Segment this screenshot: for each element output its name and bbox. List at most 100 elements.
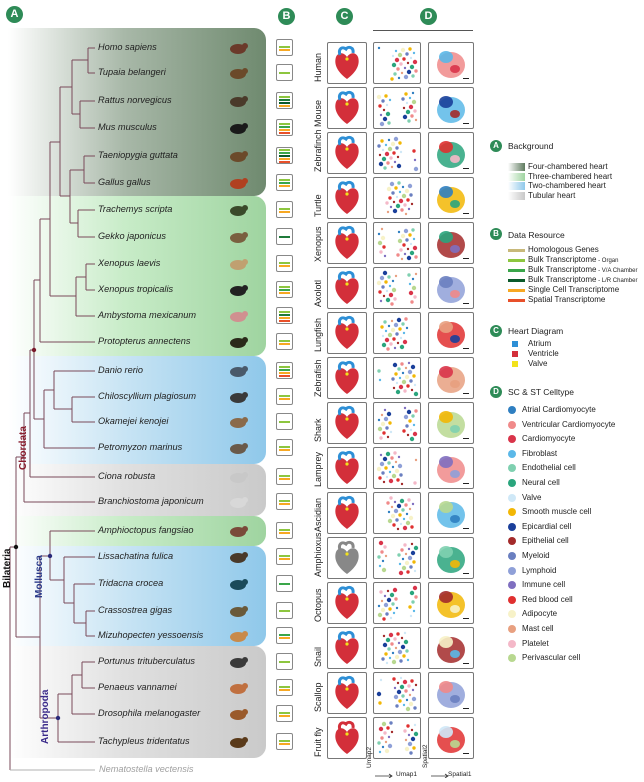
legend-item-label: Three-chambered heart xyxy=(528,171,613,181)
data-resource-bar xyxy=(279,155,290,157)
species-label: Mus musculus xyxy=(98,122,157,132)
legend-item-text: Spatial Transcriptome xyxy=(528,295,606,304)
spatial-map-cell xyxy=(428,267,474,309)
data-resource-bar xyxy=(279,128,290,131)
celltype-dot xyxy=(508,610,516,619)
data-resource-bar xyxy=(279,98,290,101)
legend-item-label: Fibroblast xyxy=(522,448,558,458)
species-label: Danio rerio xyxy=(98,365,143,375)
animal-silhouette-icon xyxy=(226,575,248,591)
heart-diagram-cell xyxy=(327,357,367,399)
data-resource-bar xyxy=(279,610,290,612)
heart-part-swatch xyxy=(512,351,518,357)
legend-item-label: Tubular heart xyxy=(528,190,576,200)
data-resource-box xyxy=(276,627,293,644)
data-resource-bar xyxy=(279,319,290,322)
data-resource-bar xyxy=(279,210,290,213)
background-swatch xyxy=(508,191,525,200)
spatial-map-cell xyxy=(428,357,474,399)
animal-silhouette-icon xyxy=(226,705,248,721)
row-label-octopus: Octopus xyxy=(313,588,323,622)
animal-silhouette-icon xyxy=(226,228,248,244)
heart-diagram-cell xyxy=(327,627,367,669)
spatial-map-cell xyxy=(428,87,474,129)
animal-silhouette-icon xyxy=(226,388,248,404)
heart-diagram-cell xyxy=(327,267,367,309)
row-label-lungfish: Lungfish xyxy=(313,317,323,352)
heart-diagram-cell xyxy=(327,222,367,264)
species-label: Tachypleus tridentatus xyxy=(98,736,190,746)
data-resource-bar xyxy=(279,688,290,691)
panel-b-badge: B xyxy=(278,8,295,25)
data-resource-swatch xyxy=(508,269,525,272)
legend-item-label: Atrium xyxy=(528,339,552,348)
row-label-zebrafinch: Zebrafinch xyxy=(313,129,323,172)
legend-item-label: Bulk Transcriptome - L/R Chamber xyxy=(528,275,637,284)
band-tubular-arthropod xyxy=(8,646,266,758)
data-resource-box xyxy=(276,679,293,696)
phylogenetic-tree xyxy=(9,47,95,771)
legend-item-label: Valve xyxy=(522,492,542,502)
axis-arrows xyxy=(375,773,449,778)
spatial-map-cell xyxy=(428,492,474,534)
spatial-map-cell xyxy=(428,627,474,669)
animal-silhouette-icon xyxy=(226,174,248,190)
data-resource-swatch xyxy=(508,259,525,262)
data-resource-box xyxy=(276,575,293,592)
animal-silhouette-icon xyxy=(226,733,248,749)
legend-data-title: Data Resource xyxy=(508,230,565,240)
data-resource-bar xyxy=(279,236,290,238)
data-resource-box xyxy=(276,147,293,164)
data-resource-box xyxy=(276,255,293,272)
data-resource-bar xyxy=(279,583,290,585)
species-label: Okamejei kenojei xyxy=(98,416,169,426)
data-resource-box xyxy=(276,92,293,109)
species-label: Xenopus laevis xyxy=(98,258,161,268)
heart-diagram-cell xyxy=(327,42,367,84)
data-resource-bar xyxy=(279,374,290,377)
data-resource-box xyxy=(276,39,293,56)
umap-scatter-cell xyxy=(373,357,421,399)
species-label: Penaeus vannamei xyxy=(98,682,177,692)
spatial-map-cell xyxy=(428,447,474,489)
umap-scatter-cell xyxy=(373,222,421,264)
data-resource-bar xyxy=(279,101,290,104)
data-resource-swatch xyxy=(508,279,525,282)
legend-item-label: Single Cell Transcriptome xyxy=(528,285,619,294)
legend-item-text: Single Cell Transcriptome xyxy=(528,285,620,294)
background-swatch xyxy=(508,163,525,171)
umap-scatter-cell xyxy=(373,177,421,219)
data-resource-bar xyxy=(279,474,290,477)
animal-silhouette-icon xyxy=(226,281,248,297)
row-label-scallop: Scallop xyxy=(313,682,323,712)
animal-silhouette-icon xyxy=(226,92,248,108)
data-resource-bar xyxy=(279,368,290,371)
data-resource-box xyxy=(276,228,293,245)
animal-silhouette-icon xyxy=(226,493,248,509)
celltype-dot xyxy=(508,479,516,487)
legend-item-text: Homologous Genes xyxy=(528,245,599,254)
species-label: Nematostella vectensis xyxy=(99,764,194,774)
species-label: Crassostrea gigas xyxy=(98,605,173,615)
data-resource-bar xyxy=(279,365,290,368)
data-resource-bar xyxy=(279,342,290,345)
data-resource-bar xyxy=(279,394,290,397)
species-label: Gekko japonicus xyxy=(98,231,166,241)
species-label: Amphioctopus fangsiao xyxy=(98,525,194,535)
data-resource-bar xyxy=(279,499,290,502)
legend-item-text: Bulk Transcriptome xyxy=(528,275,597,284)
legend-item-label: Adipocyte xyxy=(522,609,558,619)
species-label: Ciona robusta xyxy=(98,471,156,481)
legend-item-suffix: - V/A Chamber xyxy=(596,268,638,274)
legend-heart-title: Heart Diagram xyxy=(508,326,564,336)
data-resource-bar xyxy=(279,371,290,374)
data-resource-bar xyxy=(279,104,290,107)
data-resource-bar xyxy=(279,161,290,163)
data-resource-bar xyxy=(279,122,290,125)
data-resource-bar xyxy=(279,149,290,151)
legend-item-suffix: - Organ xyxy=(596,258,619,264)
data-resource-bar xyxy=(279,313,290,316)
data-resource-box xyxy=(276,201,293,218)
data-resource-bar xyxy=(279,421,290,423)
data-resource-bar xyxy=(279,286,290,288)
